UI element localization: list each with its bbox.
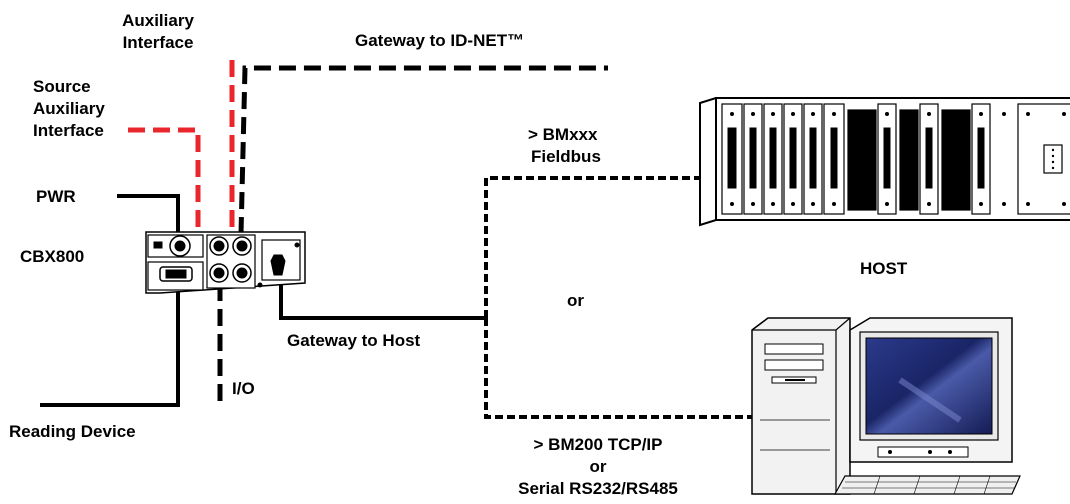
idnet-gateway-line <box>238 65 608 235</box>
auxiliary-interface-label-line1: Auxiliary <box>122 11 194 30</box>
host-bus-line <box>484 176 735 318</box>
reading-device-line <box>40 284 180 407</box>
pc-bus-line <box>484 318 758 419</box>
source-aux-line1: Source <box>33 77 91 96</box>
io-label: I/O <box>232 379 255 398</box>
bm200-line3: Serial RS232/RS485 <box>518 479 678 498</box>
solid-lines <box>40 194 486 407</box>
pwr-label: PWR <box>36 187 76 206</box>
bmxxx-line2: Fieldbus <box>531 147 601 166</box>
source-aux-line3: Interface <box>33 121 104 140</box>
cbx800-label: CBX800 <box>20 247 85 266</box>
auxiliary-interface-label-line2: Interface <box>122 33 194 52</box>
source-aux-line2: Auxiliary <box>33 99 105 118</box>
reading-device-label: Reading Device <box>9 422 136 441</box>
or-label: or <box>567 291 584 310</box>
auxiliary-interface-label: Auxiliary Interface <box>110 10 206 54</box>
host-label: HOST <box>860 259 908 278</box>
bm200-serial-label: > BM200 TCP/IP or Serial RS232/RS485 <box>490 434 706 500</box>
dashed-lines <box>217 65 758 419</box>
source-auxiliary-line <box>128 127 201 232</box>
bmxxx-line1: > BMxxx <box>528 125 598 144</box>
host-gateway-stub <box>279 283 486 320</box>
cbx800-device-icon <box>145 231 306 294</box>
gateway-idnet-label: Gateway to ID-NET™ <box>355 31 525 50</box>
bmxxx-fieldbus-label: > BMxxx Fieldbus <box>528 124 601 168</box>
plc-rack-icon <box>699 97 1070 227</box>
pwr-line <box>117 194 180 240</box>
gateway-host-label: Gateway to Host <box>287 331 421 350</box>
bm200-line2: or <box>589 457 607 476</box>
auxiliary-lines <box>128 60 235 232</box>
desktop-computer-icon <box>751 317 1021 495</box>
source-auxiliary-interface-label: Source Auxiliary Interface <box>33 76 105 142</box>
bm200-line1: > BM200 TCP/IP <box>533 435 663 454</box>
